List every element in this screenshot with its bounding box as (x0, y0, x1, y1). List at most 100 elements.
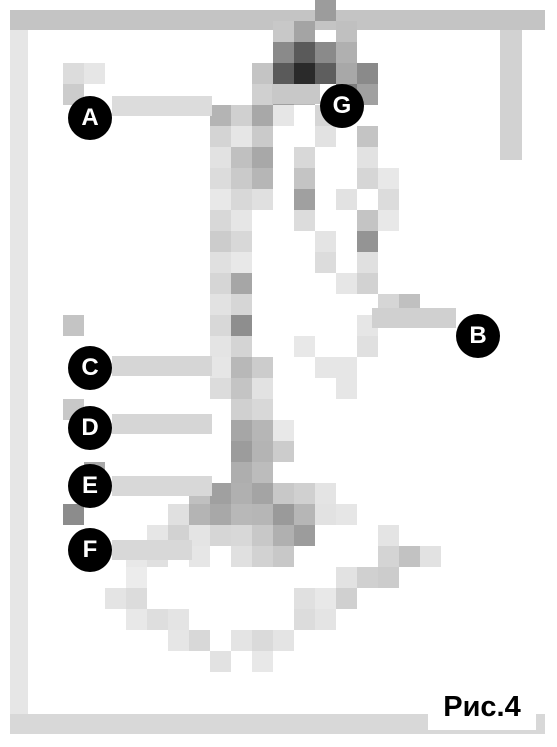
pixel-cell (315, 504, 336, 525)
pixel-cell (210, 651, 231, 672)
pixel-cell (315, 252, 336, 273)
pixel-cell (294, 588, 315, 609)
pixel-cell (378, 189, 399, 210)
pixel-cell (231, 336, 252, 357)
pixel-cell (294, 21, 315, 42)
pixel-cell (252, 147, 273, 168)
marker-c: C (68, 346, 112, 390)
pixel-cell (315, 609, 336, 630)
pixel-cell (336, 357, 357, 378)
pixel-cell (273, 63, 294, 84)
pixel-cell (231, 420, 252, 441)
pixel-cell (357, 63, 378, 84)
pixel-cell (210, 336, 231, 357)
pixel-cell (315, 231, 336, 252)
pixel-cell (252, 189, 273, 210)
pixel-cell (357, 567, 378, 588)
leader-a (112, 96, 212, 116)
pixel-cell (168, 630, 189, 651)
pixel-cell (399, 546, 420, 567)
pixel-cell (273, 21, 294, 42)
pixel-cell (231, 525, 252, 546)
pixel-cell (315, 63, 336, 84)
pixel-cell (210, 231, 231, 252)
leader-g (272, 84, 320, 104)
pixel-cell (210, 483, 231, 504)
pixel-cell (294, 63, 315, 84)
pixel-cell (294, 336, 315, 357)
pixel-cell (336, 378, 357, 399)
pixel-cell (63, 315, 84, 336)
pixel-cell (252, 441, 273, 462)
pixel-cell (231, 441, 252, 462)
pixel-cell (231, 294, 252, 315)
pixel-cell (210, 273, 231, 294)
pixel-cell (231, 630, 252, 651)
pixel-cell (252, 63, 273, 84)
pixel-cell (357, 168, 378, 189)
pixel-cell (231, 462, 252, 483)
pixel-cell (231, 147, 252, 168)
pixel-cell (210, 105, 231, 126)
marker-b: B (456, 314, 500, 358)
pixel-cell (252, 651, 273, 672)
pixel-cell (231, 252, 252, 273)
pixel-cell (294, 189, 315, 210)
pixel-cell (231, 168, 252, 189)
pixel-cell (357, 252, 378, 273)
pixel-cell (210, 504, 231, 525)
caption-box: Рис.4 (428, 684, 536, 730)
pixel-cell (210, 189, 231, 210)
pixel-cell (63, 504, 84, 525)
pixel-cell (315, 357, 336, 378)
marker-d: D (68, 406, 112, 450)
pixel-cell (252, 483, 273, 504)
pixel-cell (231, 231, 252, 252)
pixel-cell (231, 126, 252, 147)
pixel-cell (357, 336, 378, 357)
pixel-cell (84, 63, 105, 84)
pixel-cell (210, 378, 231, 399)
pixel-cell (252, 357, 273, 378)
pixel-cell (336, 504, 357, 525)
pixel-cell (231, 504, 252, 525)
pixel-cell (378, 168, 399, 189)
pixel-cell (273, 504, 294, 525)
figure-caption: Рис.4 (428, 684, 536, 730)
pixel-cell (273, 546, 294, 567)
pixel-cell (294, 483, 315, 504)
pixel-cell (231, 483, 252, 504)
pixel-cell (336, 567, 357, 588)
pixel-cell (252, 378, 273, 399)
marker-f: F (68, 528, 112, 572)
pixel-cell (273, 525, 294, 546)
pixel-cell (357, 147, 378, 168)
frame-left (10, 30, 28, 714)
pixel-cell (315, 126, 336, 147)
pixel-cell (336, 21, 357, 42)
pixel-cell (273, 42, 294, 63)
pixel-cell (168, 504, 189, 525)
pixel-cell (210, 525, 231, 546)
pixel-cell (252, 462, 273, 483)
pixel-cell (378, 210, 399, 231)
pixel-cell (231, 273, 252, 294)
pixel-cell (273, 483, 294, 504)
pixel-cell (378, 546, 399, 567)
pixel-cell (210, 315, 231, 336)
pixel-cell (378, 525, 399, 546)
pixel-cell (420, 546, 441, 567)
frame-right-strip (500, 30, 522, 160)
pixel-cell (210, 168, 231, 189)
pixel-cell (273, 630, 294, 651)
pixel-cell (336, 588, 357, 609)
pixel-cell (252, 105, 273, 126)
pixel-cell (273, 441, 294, 462)
pixel-cell (231, 189, 252, 210)
pixel-cell (210, 147, 231, 168)
pixel-cell (273, 105, 294, 126)
pixel-cell (252, 84, 273, 105)
pixel-cell (294, 42, 315, 63)
pixel-cell (357, 273, 378, 294)
pixel-cell (357, 231, 378, 252)
